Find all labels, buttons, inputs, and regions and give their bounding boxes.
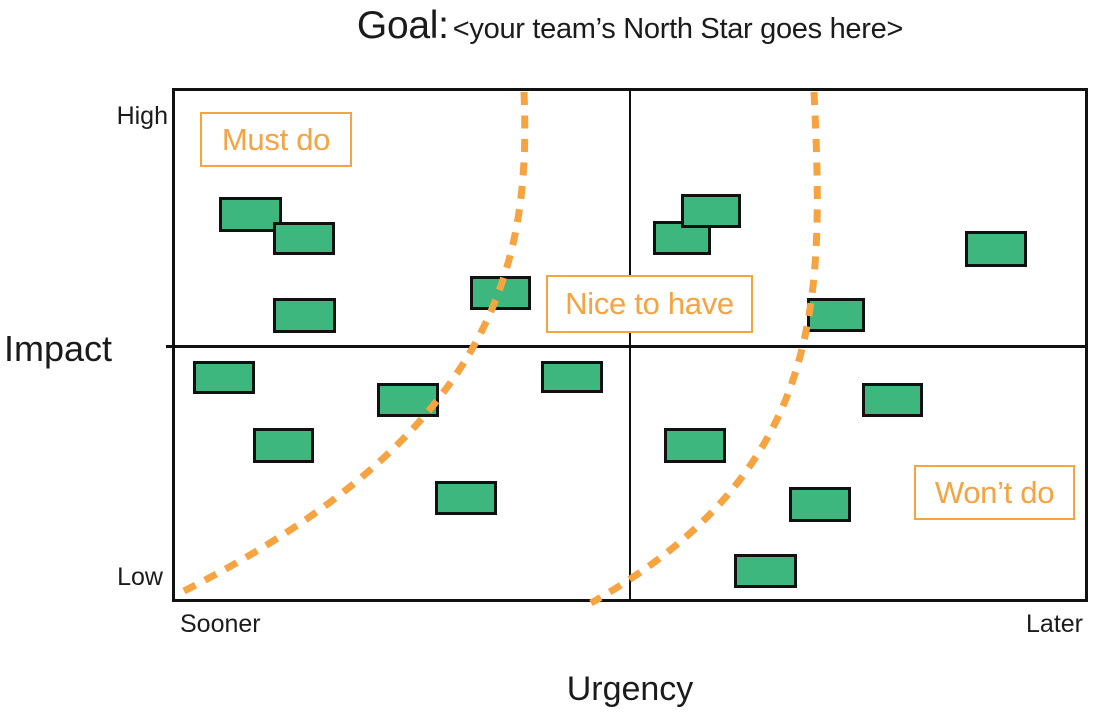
- impact-axis-high-label: High: [116, 102, 168, 130]
- sticky-note[interactable]: [965, 231, 1027, 267]
- sticky-note[interactable]: [435, 481, 497, 515]
- sticky-note[interactable]: [377, 383, 439, 417]
- horizontal-divider-line: [166, 345, 1085, 348]
- sticky-note[interactable]: [807, 298, 865, 332]
- sticky-note[interactable]: [789, 487, 851, 522]
- impact-axis-low-label: Low: [117, 563, 163, 591]
- urgency-axis-sooner-label: Sooner: [180, 610, 261, 638]
- quadrant-label-wont-do[interactable]: Won’t do: [914, 465, 1075, 520]
- quadrant-label-must-do-text: Must do: [221, 121, 331, 157]
- sticky-note[interactable]: [541, 361, 603, 393]
- sticky-note[interactable]: [253, 428, 314, 463]
- quadrant-label-wont-do-text: Won’t do: [934, 474, 1055, 510]
- sticky-note[interactable]: [664, 428, 726, 463]
- sticky-note[interactable]: [273, 222, 335, 255]
- sticky-note[interactable]: [681, 194, 741, 228]
- sticky-note[interactable]: [734, 554, 797, 588]
- goal-title-prefix: Goal:: [356, 4, 449, 47]
- urgency-axis-title: Urgency: [566, 670, 694, 708]
- sticky-note[interactable]: [862, 383, 923, 417]
- sticky-note[interactable]: [470, 276, 531, 310]
- quadrant-label-nice-to-have-text: Nice to have: [565, 286, 734, 321]
- impact-axis-title: Impact: [4, 328, 113, 369]
- urgency-axis-later-label: Later: [1026, 610, 1083, 638]
- sticky-note[interactable]: [193, 361, 255, 394]
- quadrant-label-must-do[interactable]: Must do: [200, 112, 352, 167]
- page-title: Goal: <your team’s North Star goes here>: [174, 4, 1086, 48]
- goal-title-placeholder: <your team’s North Star goes here>: [452, 13, 904, 45]
- sticky-note[interactable]: [273, 298, 336, 333]
- quadrant-label-nice-to-have[interactable]: Nice to have: [546, 275, 753, 333]
